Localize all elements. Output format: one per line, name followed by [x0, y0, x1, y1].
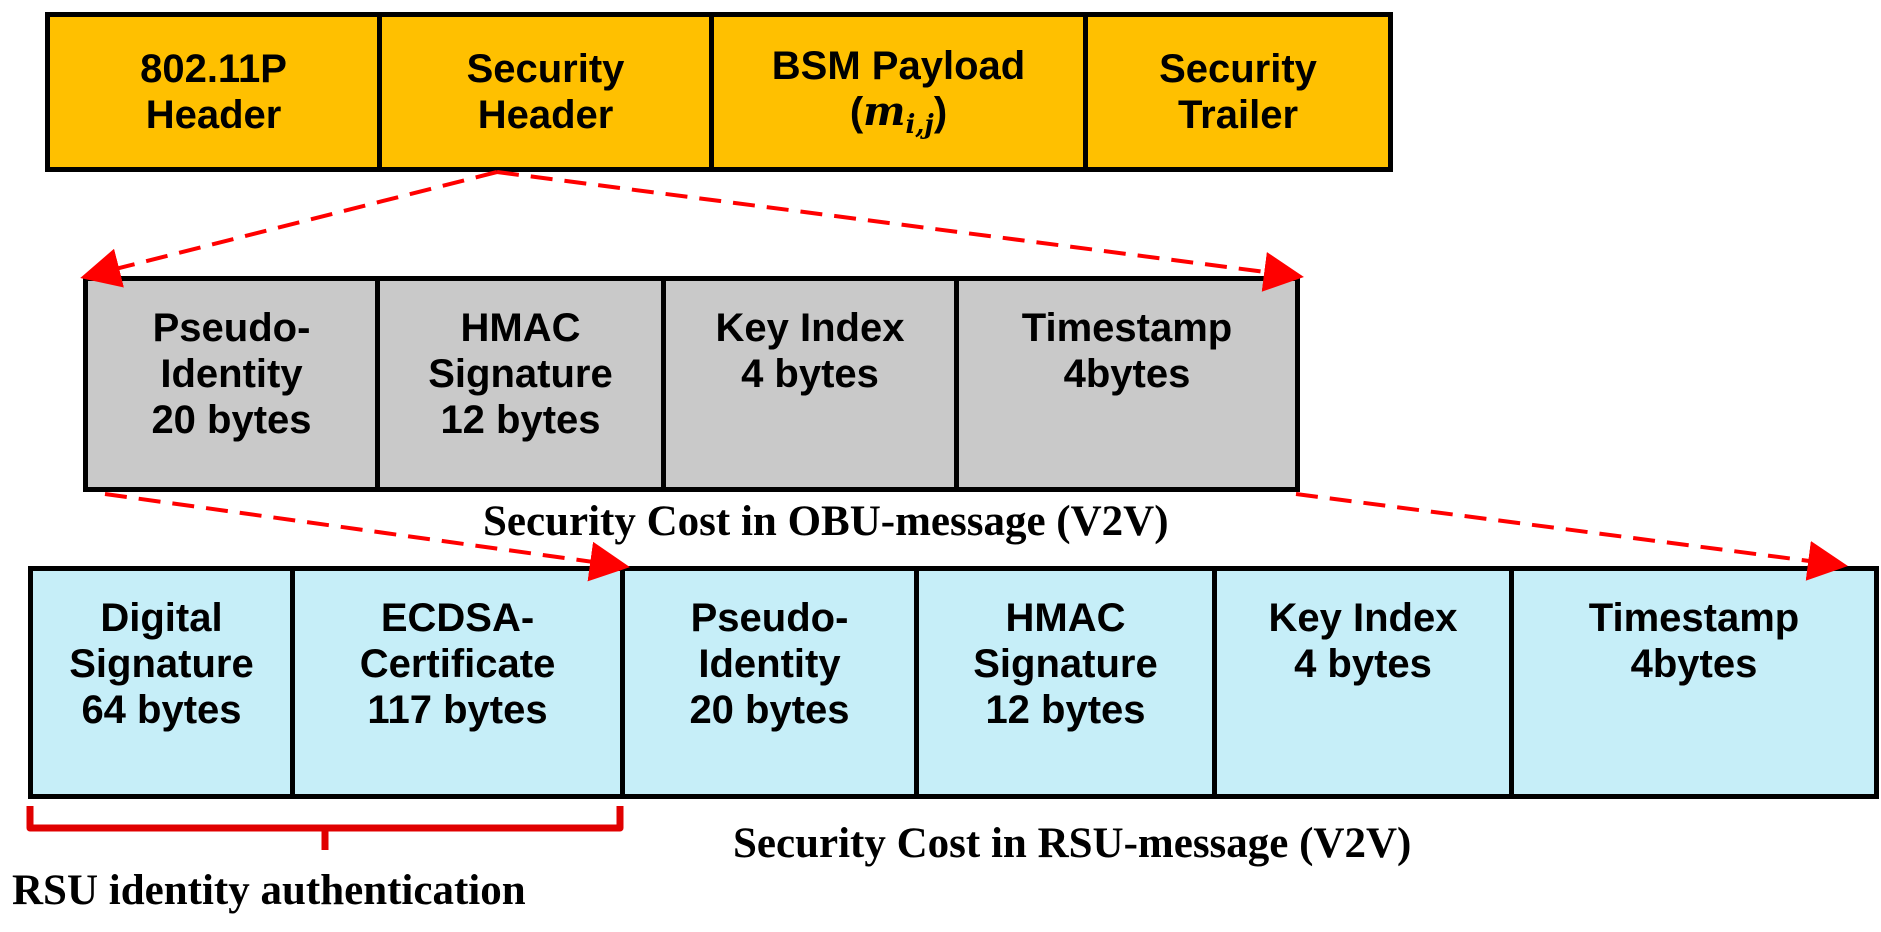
field-security-header: Security Header	[382, 17, 714, 167]
rsu-field-timestamp: Timestamp 4bytes	[1514, 571, 1874, 794]
field-size: 20 bytes	[689, 688, 850, 732]
expand-arrows-security-header	[80, 170, 1304, 292]
field-label-line1: HMAC	[1005, 596, 1126, 640]
field-label-line2: Signature	[69, 642, 254, 686]
rsu-field-ecdsa-certificate: ECDSA- Certificate 117 bytes	[295, 571, 625, 794]
payload-variable-symbol: m	[863, 88, 906, 136]
field-label-line1: Timestamp	[1021, 306, 1233, 350]
field-size: 12 bytes	[440, 398, 601, 442]
field-size: 64 bytes	[81, 688, 242, 732]
field-label-line1: Security	[466, 47, 625, 91]
obu-field-timestamp: Timestamp 4bytes	[959, 281, 1295, 487]
expand-arrow-left	[80, 170, 498, 288]
rsu-field-digital-signature: Digital Signature 64 bytes	[33, 571, 295, 794]
field-label-line2: Trailer	[1177, 93, 1299, 137]
field-label-line1: 802.11P	[140, 47, 287, 91]
obu-field-pseudo-identity: Pseudo- Identity 20 bytes	[88, 281, 380, 487]
payload-variable: mi,j	[863, 88, 934, 140]
field-bsm-payload: BSM Payload (mi,j)	[714, 17, 1088, 167]
field-size: 117 bytes	[367, 688, 548, 732]
obu-field-hmac-signature: HMAC Signature 12 bytes	[380, 281, 666, 487]
field-label-line2: Certificate	[359, 642, 556, 686]
field-label-line1: Pseudo-	[690, 596, 849, 640]
rsu-field-hmac-signature: HMAC Signature 12 bytes	[919, 571, 1217, 794]
field-label-line2: Identity	[160, 352, 303, 396]
rsu-auth-bracket	[26, 806, 624, 850]
field-80211p-header: 802.11P Header	[50, 17, 382, 167]
rsu-auth-caption: RSU identity authentication	[12, 867, 526, 914]
paren-close: )	[933, 90, 948, 135]
field-size: 4 bytes	[1294, 642, 1432, 686]
field-size: 4 bytes	[741, 352, 879, 396]
field-label-line1: HMAC	[460, 306, 581, 350]
obu-field-key-index: Key Index 4 bytes	[666, 281, 959, 487]
obu-cost-caption: Security Cost in OBU-message (V2V)	[483, 498, 1169, 545]
field-size: 20 bytes	[151, 398, 312, 442]
field-size: 4bytes	[1630, 642, 1758, 686]
field-label-line2: Header	[477, 93, 614, 137]
field-label-line2: Header	[145, 93, 282, 137]
field-label-line1: Security	[1159, 47, 1317, 91]
field-size: 12 bytes	[985, 688, 1146, 732]
payload-variable-subscript: i,j	[905, 110, 934, 141]
paren-open: (	[849, 90, 864, 135]
field-label-line1: Timestamp	[1588, 596, 1800, 640]
rsu-field-key-index: Key Index 4 bytes	[1217, 571, 1514, 794]
expand-arrow-right	[496, 170, 1304, 292]
field-label-line2: (mi,j)	[850, 89, 947, 141]
field-label-line1: BSM Payload	[771, 44, 1026, 89]
field-security-trailer: Security Trailer	[1088, 17, 1388, 167]
field-label-line2: Identity	[698, 642, 841, 686]
field-label-line1: ECDSA-	[380, 596, 535, 640]
field-label-line1: Key Index	[1268, 596, 1458, 640]
field-label-line1: Key Index	[715, 306, 905, 350]
obu-security-header-row: Pseudo- Identity 20 bytes HMAC Signature…	[83, 276, 1300, 492]
rsu-field-pseudo-identity: Pseudo- Identity 20 bytes	[625, 571, 919, 794]
packet-frame-row: 802.11P Header Security Header BSM Paylo…	[45, 12, 1393, 172]
field-label-line1: Digital	[100, 596, 223, 640]
expand-arrow-obu-to-rsu-right	[1295, 492, 1848, 581]
field-label-line2: Signature	[428, 352, 613, 396]
rsu-security-header-row: Digital Signature 64 bytes ECDSA- Certif…	[28, 566, 1879, 799]
field-label-line1: Pseudo-	[152, 306, 311, 350]
field-size: 4bytes	[1063, 352, 1191, 396]
field-label-line2: Signature	[973, 642, 1158, 686]
rsu-cost-caption: Security Cost in RSU-message (V2V)	[733, 820, 1412, 867]
